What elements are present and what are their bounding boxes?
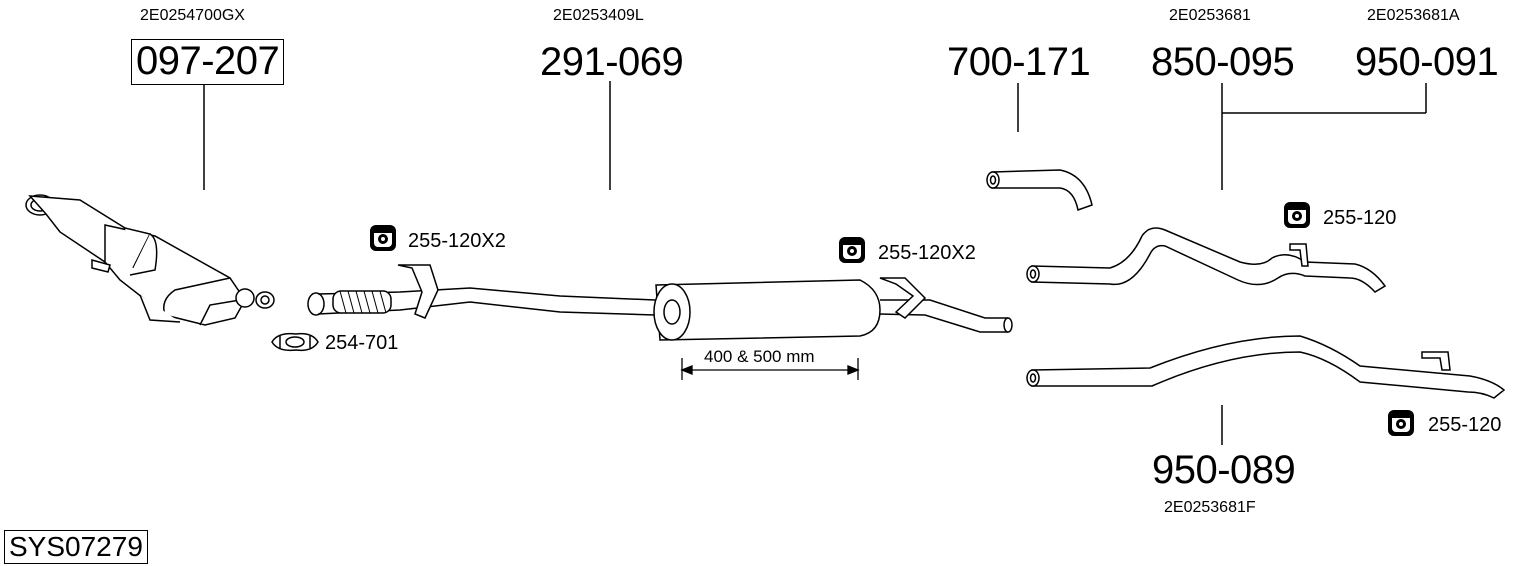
accessory-label: 255-120X2	[408, 230, 506, 252]
clamp-icon	[271, 332, 319, 352]
accessory-label: 255-120X2	[878, 242, 976, 264]
part-ref-label: 2E0254700GX	[140, 7, 245, 24]
rubber-hanger-icon	[370, 225, 396, 251]
part-700-171-drawing	[986, 169, 1093, 211]
rubber-hanger-icon	[1284, 202, 1310, 228]
rubber-hanger-icon	[839, 237, 865, 263]
part-097-207-drawing	[25, 194, 275, 326]
system-code-label: SYS07279	[4, 530, 148, 564]
part-number-label: 950-089	[1152, 448, 1296, 492]
part-950-089-drawing	[1026, 335, 1506, 399]
dimension-arrow	[680, 358, 860, 380]
leader-lines	[203, 81, 1427, 445]
part-ref-label: 2E0253409L	[553, 7, 644, 24]
part-number-label: 700-171	[947, 40, 1091, 84]
part-number-label: 097-207	[131, 39, 285, 85]
part-850-095-drawing	[1026, 227, 1387, 293]
part-ref-label: 2E0253681	[1169, 7, 1251, 24]
dimension-label: 400 & 500 mm	[704, 347, 815, 366]
part-ref-label: 2E0253681A	[1367, 7, 1460, 24]
part-number-label: 950-091	[1355, 40, 1499, 84]
part-291-069-drawing	[307, 264, 1013, 341]
part-number-label: 291-069	[540, 40, 684, 84]
part-number-label: 850-095	[1151, 40, 1295, 84]
rubber-hanger-icon	[1388, 410, 1414, 436]
accessory-label: 255-120	[1323, 207, 1397, 229]
accessory-label: 254-701	[325, 332, 399, 354]
part-ref-label: 2E0253681F	[1164, 499, 1256, 516]
accessory-label: 255-120	[1428, 414, 1502, 436]
